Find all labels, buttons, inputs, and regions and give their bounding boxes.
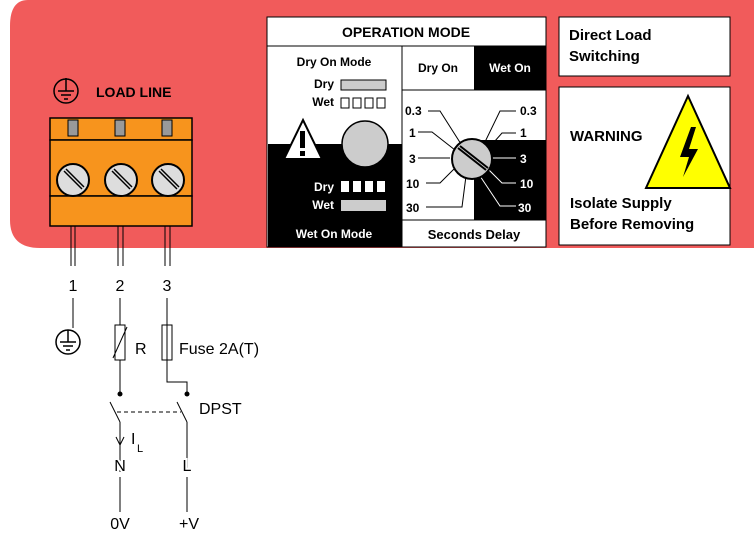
earth-icon	[53, 78, 79, 104]
dry-on-mode-title: Dry On Mode	[297, 55, 372, 69]
dry-on-dry-label: Dry	[314, 77, 334, 91]
dial-dry-on-header: Dry On	[418, 61, 458, 75]
led-window	[341, 120, 389, 168]
dial-left-value-5: 30	[406, 201, 420, 215]
operation-mode-title: OPERATION MODE	[342, 24, 470, 40]
dial-tick-lines	[418, 110, 516, 208]
resistor-label: R	[135, 341, 147, 358]
wet-solid-indicator-icon	[341, 200, 386, 211]
dpst-label: DPST	[199, 401, 242, 418]
terminal-label-1: 1	[69, 278, 78, 295]
line-wire-mid	[166, 360, 188, 392]
current-label: I	[131, 431, 135, 448]
wet-flashing-indicator-icon	[340, 97, 386, 109]
wet-on-dry-label: Dry	[314, 180, 334, 194]
dial-left-value-4: 10	[406, 177, 420, 191]
high-voltage-icon	[644, 93, 732, 189]
line-label: L	[183, 458, 192, 475]
terminal-screw-1[interactable]	[56, 163, 90, 197]
ground-earth-icon	[55, 329, 81, 355]
terminal-label-2: 2	[116, 278, 125, 295]
neutral-label: N	[114, 458, 126, 475]
resistor-icon	[112, 324, 128, 361]
wet-on-mode-title: Wet On Mode	[296, 227, 373, 241]
neutral-voltage-label: 0V	[110, 516, 130, 533]
dry-flashing-indicator-icon	[341, 181, 385, 192]
dry-on-wet-label: Wet	[312, 95, 334, 109]
operation-mode-panel	[266, 16, 547, 248]
terminal-label-3: 3	[163, 278, 172, 295]
fuse-label: Fuse 2A(T)	[179, 341, 259, 358]
dial-right-value-5: 30	[518, 201, 532, 215]
direct-load-line2: Switching	[569, 48, 640, 65]
dial-left-value-1: 0.3	[405, 104, 422, 118]
line-contact-dot	[184, 391, 190, 397]
fuse-icon	[161, 324, 173, 361]
terminal-screw-3[interactable]	[151, 163, 185, 197]
dial-left-value-3: 3	[409, 152, 416, 166]
dial-right-value-2: 1	[520, 126, 527, 140]
load-line-label: LOAD LINE	[96, 84, 171, 100]
terminal-screw-2[interactable]	[104, 163, 138, 197]
wet-on-wet-label: Wet	[312, 198, 334, 212]
current-arrow-icon	[115, 436, 125, 447]
seconds-delay-label: Seconds Delay	[428, 227, 521, 242]
neutral-contact-dot	[117, 391, 123, 397]
dial-right-value-4: 10	[520, 177, 534, 191]
delay-dial-knob[interactable]	[451, 138, 493, 180]
dial-wet-on-header: Wet On	[489, 61, 531, 75]
dial-right-value-1: 0.3	[520, 104, 537, 118]
caution-icon	[282, 117, 324, 160]
warning-title: WARNING	[570, 128, 643, 145]
dial-left-value-2: 1	[409, 126, 416, 140]
dry-solid-indicator-icon	[340, 79, 387, 91]
direct-load-line1: Direct Load	[569, 27, 652, 44]
direct-load-box	[558, 16, 731, 77]
line-voltage-label: +V	[179, 516, 199, 533]
terminal-wires	[70, 226, 171, 266]
warning-line1: Isolate Supply	[570, 195, 672, 212]
warning-line2: Before Removing	[570, 216, 694, 233]
dpst-switch	[109, 401, 188, 423]
dial-right-value-3: 3	[520, 152, 527, 166]
current-subscript: L	[137, 443, 143, 455]
